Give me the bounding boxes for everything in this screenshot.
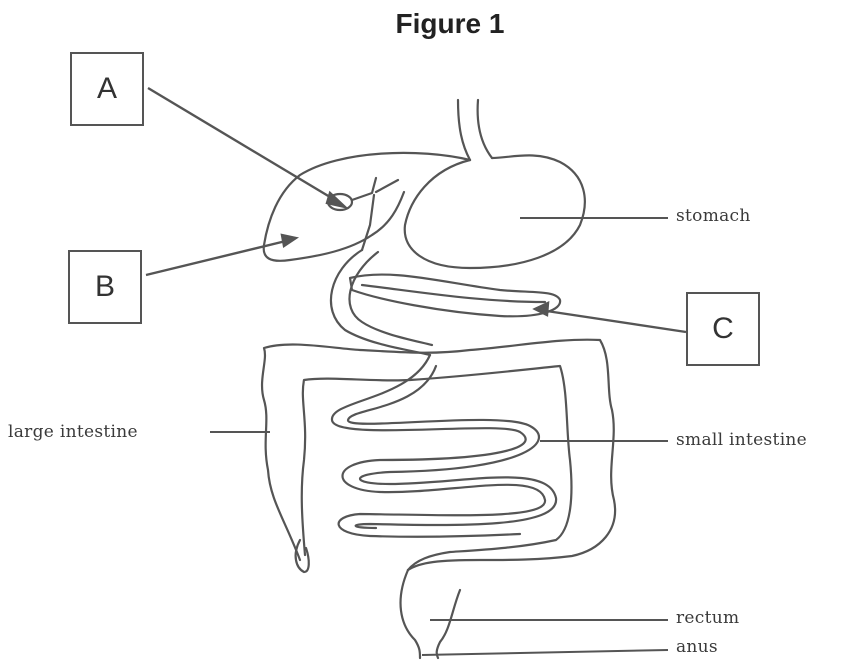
duodenum-inner [349, 252, 432, 345]
arrow-c-head [535, 303, 548, 315]
small-intestine-inner [348, 366, 556, 528]
duodenum [331, 250, 430, 355]
liver-outline [264, 153, 470, 261]
pancreas-outline [350, 275, 560, 317]
label-large-intestine: large intestine [8, 422, 138, 442]
label-box-b: B [68, 250, 142, 324]
label-box-a: A [70, 52, 144, 126]
oesophagus [458, 100, 470, 160]
bile-duct [352, 178, 398, 250]
label-box-c: C [686, 292, 760, 366]
rectum [401, 570, 420, 658]
arrow-b-head [282, 235, 296, 246]
label-stomach: stomach [676, 206, 751, 226]
arrow-c [540, 310, 686, 332]
small-intestine [332, 355, 545, 537]
large-intestine-inner [302, 366, 572, 570]
label-anus: anus [676, 637, 718, 657]
rectum-inner [437, 590, 460, 658]
leader-anus [422, 650, 668, 655]
arrow-a [148, 88, 340, 203]
oesophagus-inner [478, 100, 492, 158]
label-small-intestine: small intestine [676, 430, 807, 450]
stomach-outline [405, 155, 585, 268]
label-rectum: rectum [676, 608, 739, 628]
